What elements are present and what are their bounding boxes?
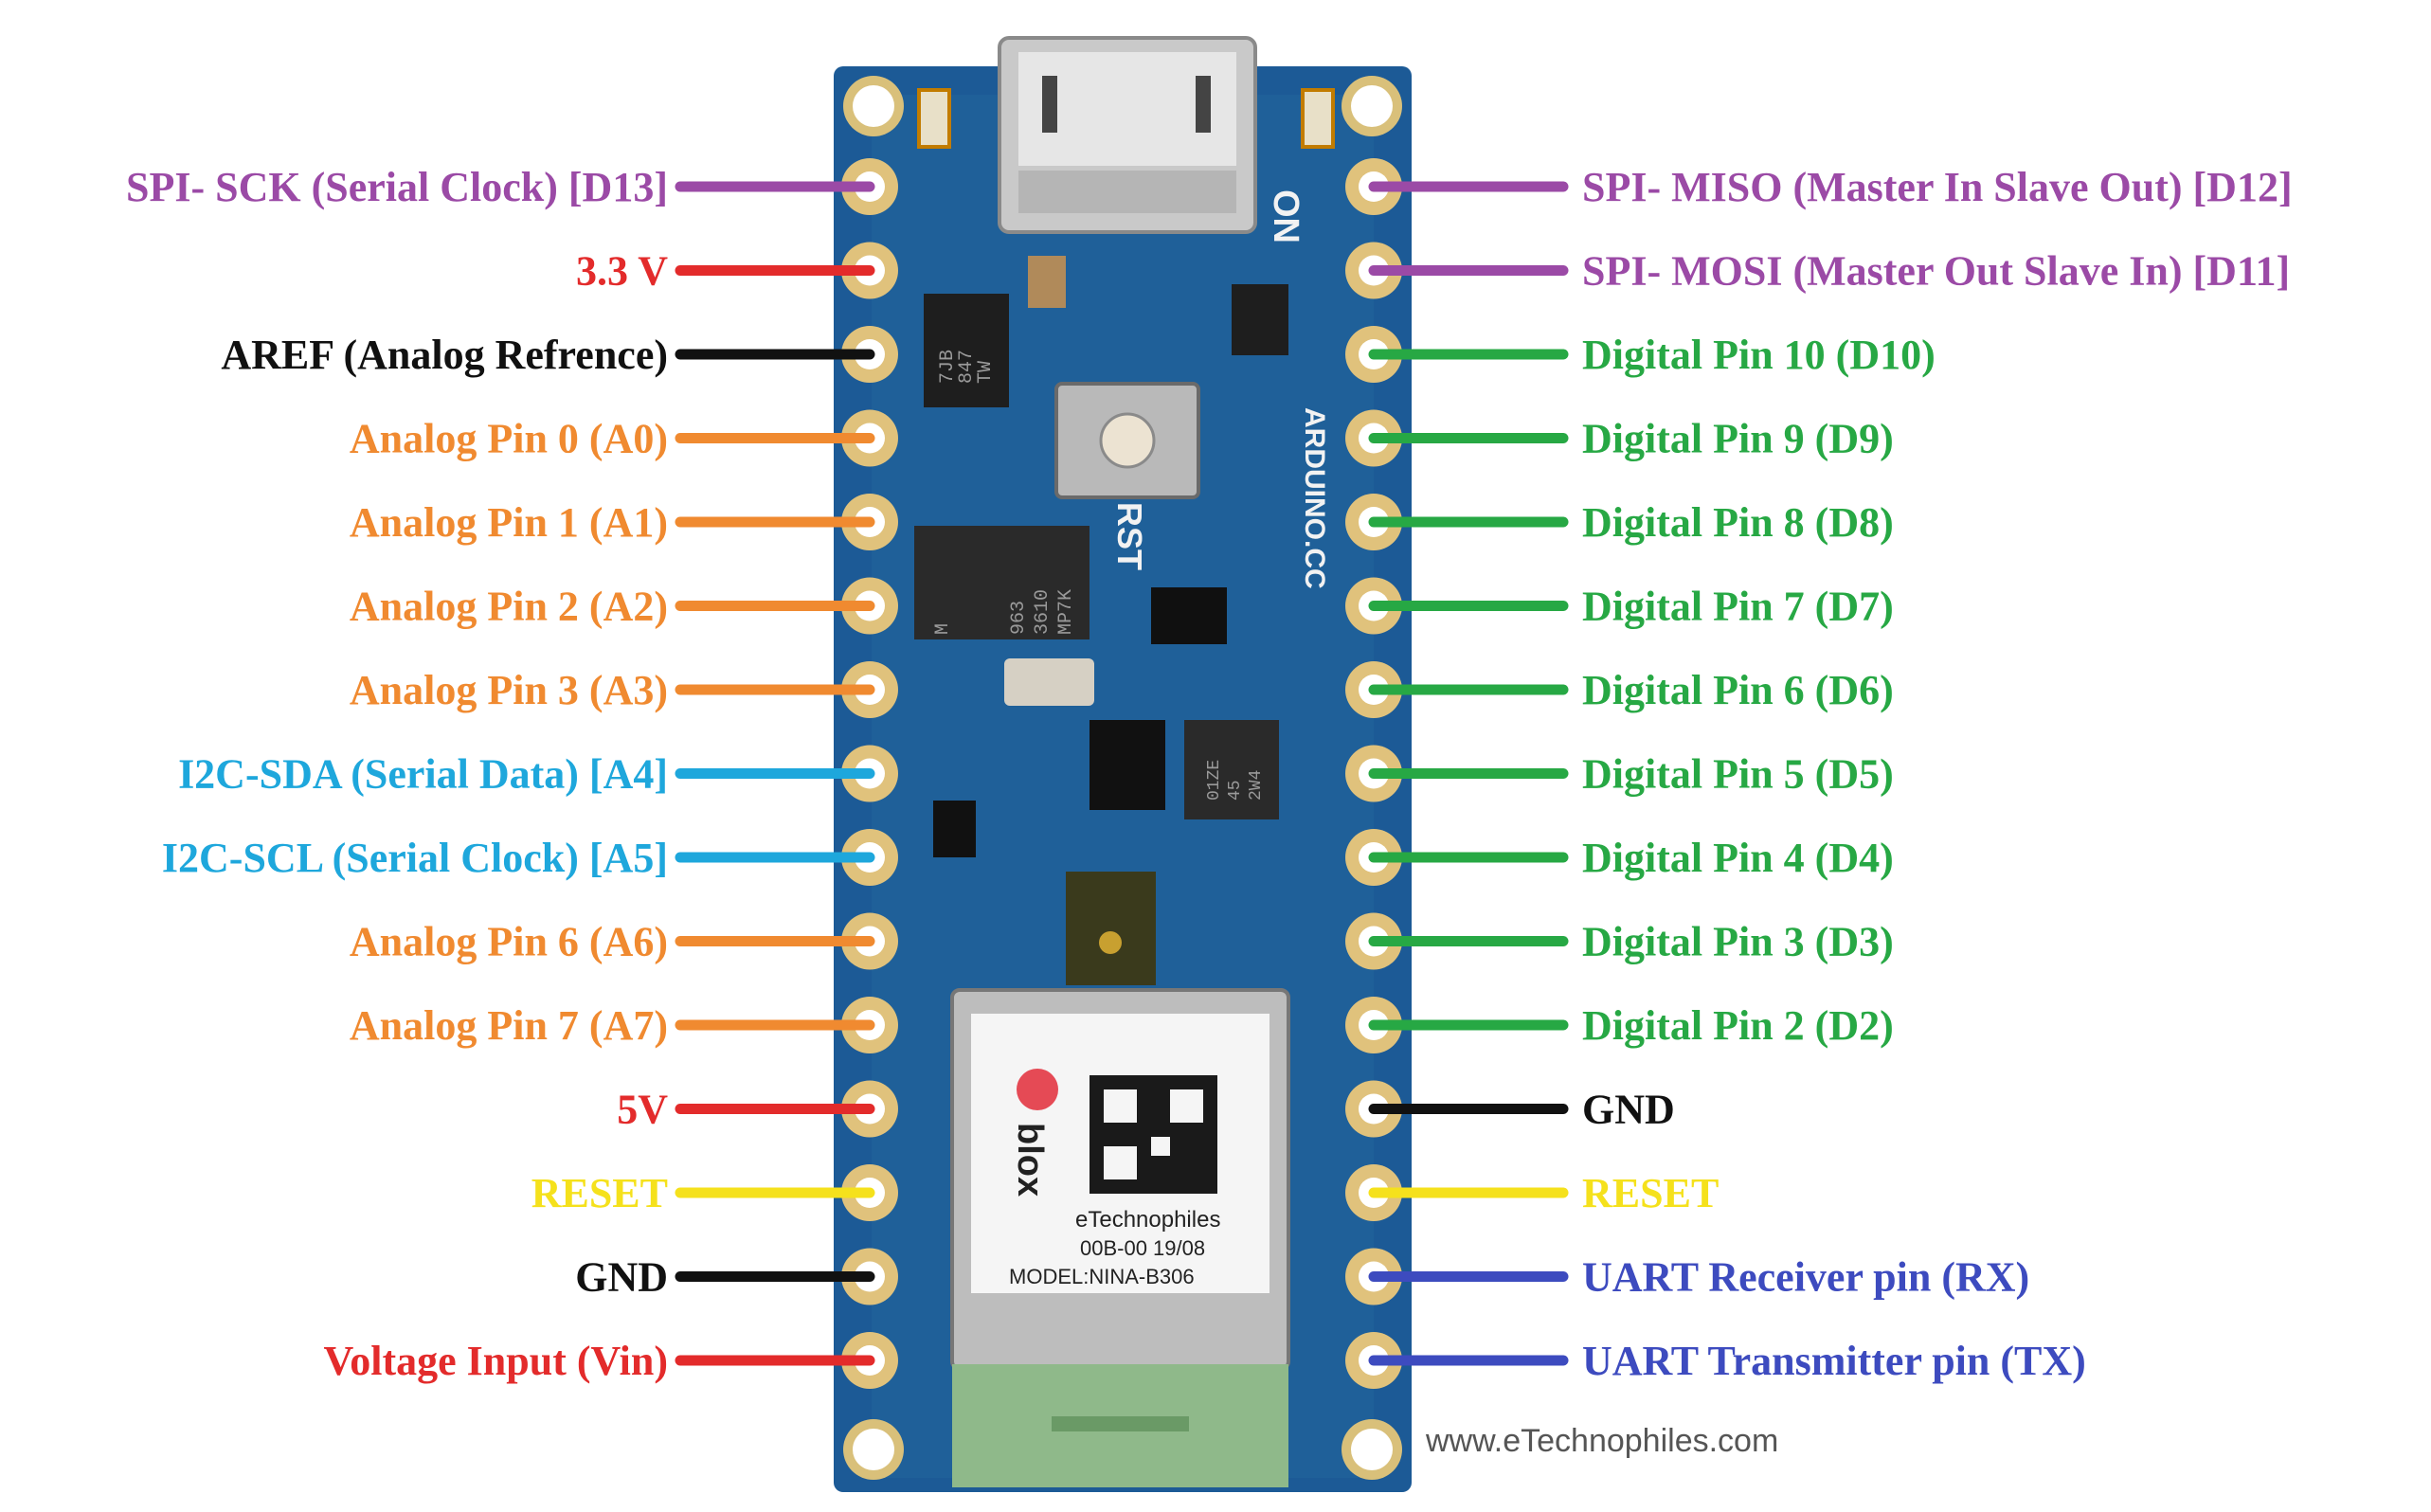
pin-label-right: Digital Pin 8 (D8) xyxy=(1582,499,1894,546)
pin-label-right: Digital Pin 6 (D6) xyxy=(1582,667,1894,713)
nina-module: blox eTechnophiles 00B-00 19/08 MODEL:NI… xyxy=(950,988,1290,1487)
right-leader-lines xyxy=(1368,181,1569,1366)
pin-label-left: 3.3 V xyxy=(576,248,668,295)
pin-label-left: Analog Pin 1 (A1) xyxy=(350,499,668,546)
pin-label-left: Analog Pin 6 (A6) xyxy=(350,919,668,965)
module-model: MODEL:NINA-B306 xyxy=(1009,1265,1195,1288)
chip-small: TW 847 7JB xyxy=(924,294,1009,407)
module-brand: blox xyxy=(1010,1123,1050,1197)
capacitor xyxy=(1004,658,1094,706)
module-code: 00B-00 19/08 xyxy=(1080,1236,1205,1260)
chip-text: 7JB xyxy=(937,350,959,384)
usb-slot xyxy=(1196,76,1211,133)
sensor xyxy=(933,801,976,857)
pin-label-right: RESET xyxy=(1582,1170,1719,1216)
chip-body xyxy=(1184,720,1279,819)
chip-text: TW xyxy=(975,361,997,384)
mounting-hole xyxy=(1351,1429,1393,1470)
pin-label-left: I2C-SDA (Serial Data) [A4] xyxy=(178,751,668,798)
chip-mcu: MP7K 3610 963 M xyxy=(914,526,1089,639)
chip-body xyxy=(914,526,1089,639)
pin-label-left: I2C-SCL (Serial Clock) [A5] xyxy=(162,835,668,881)
pin-label-left: Voltage Input (Vin) xyxy=(324,1338,668,1384)
chip-text: 847 xyxy=(956,350,978,384)
pin-label-left: Analog Pin 2 (A2) xyxy=(350,584,668,630)
pin-label-right: GND xyxy=(1582,1087,1675,1133)
qr-code xyxy=(1170,1089,1203,1123)
microphone-port xyxy=(1099,931,1122,954)
led xyxy=(917,88,951,149)
arduino-board: ON RST ARDUINO.CC TW 847 7JB MP7K 3610 9… xyxy=(834,36,1412,1492)
chip-text: 2W4 xyxy=(1247,770,1266,801)
module-name: eTechnophiles xyxy=(1075,1207,1220,1233)
pin-label-right: Digital Pin 5 (D5) xyxy=(1582,751,1894,798)
chip-text: 45 xyxy=(1226,780,1245,801)
regulator xyxy=(1232,284,1288,355)
mounting-hole xyxy=(853,85,894,127)
reset-button-cap[interactable] xyxy=(1099,412,1156,469)
left-leader-lines xyxy=(675,181,875,1366)
pin-label-right: Digital Pin 2 (D2) xyxy=(1582,1002,1894,1049)
mounting-hole xyxy=(853,1429,894,1470)
ublox-logo xyxy=(1017,1069,1058,1110)
microphone xyxy=(1066,872,1156,985)
usb-lip xyxy=(1018,171,1236,213)
pin-label-left: RESET xyxy=(531,1170,668,1216)
silk-rst-label: RST xyxy=(1110,502,1149,570)
right-pin-labels: SPI- MISO (Master In Slave Out) [D12] SPI… xyxy=(1582,164,2293,1384)
pin-label-left: SPI- SCK (Serial Clock) [D13] xyxy=(126,164,668,210)
chip-text: 963 xyxy=(1008,601,1030,635)
sensor xyxy=(1089,720,1165,810)
pin-label-right: Digital Pin 4 (D4) xyxy=(1582,835,1894,881)
pin-label-right: Digital Pin 9 (D9) xyxy=(1582,416,1894,462)
pin-label-left: Analog Pin 0 (A0) xyxy=(350,416,668,462)
chip-body xyxy=(924,294,1009,407)
pin-label-right: UART Receiver pin (RX) xyxy=(1582,1254,2029,1301)
qr-code xyxy=(1104,1089,1137,1123)
capacitor xyxy=(1028,256,1066,308)
pin-label-left: Analog Pin 7 (A7) xyxy=(350,1002,668,1049)
qr-code xyxy=(1104,1146,1137,1179)
usb-slot xyxy=(1042,76,1057,133)
pin-label-right: SPI- MOSI (Master Out Slave In) [D11] xyxy=(1582,248,2290,295)
qr-code xyxy=(1151,1137,1170,1156)
pin-label-right: Digital Pin 10 (D10) xyxy=(1582,332,1936,378)
chip-text: 3610 xyxy=(1032,589,1053,635)
usb-connector xyxy=(998,36,1257,234)
watermark: www.eTechnophiles.com xyxy=(1425,1423,1778,1459)
reset-button[interactable] xyxy=(1054,382,1200,499)
silk-brand-label: ARDUINO.CC xyxy=(1299,407,1330,589)
sensor xyxy=(1151,587,1227,644)
pin-label-left: GND xyxy=(575,1254,668,1301)
pin-label-right: Digital Pin 3 (D3) xyxy=(1582,919,1894,965)
chip-text: MP7K xyxy=(1055,589,1077,635)
left-pin-labels: SPI- SCK (Serial Clock) [D13] 3.3 V AREF (… xyxy=(126,164,668,1384)
mounting-holes xyxy=(843,76,1402,1480)
pin-label-right: Digital Pin 7 (D7) xyxy=(1582,584,1894,630)
pin-label-left: AREF (Analog Refrence) xyxy=(221,332,668,378)
chip-text: M xyxy=(932,623,954,635)
antenna xyxy=(1052,1416,1189,1431)
pin-label-left: 5V xyxy=(617,1087,668,1133)
chip-text: 01ZE xyxy=(1205,760,1224,801)
mounting-hole xyxy=(1351,85,1393,127)
pin-label-right: UART Transmitter pin (TX) xyxy=(1582,1338,2086,1384)
led xyxy=(1301,88,1335,149)
chip-imu: 2W4 45 01ZE xyxy=(1184,720,1279,819)
pin-label-left: Analog Pin 3 (A3) xyxy=(350,667,668,713)
pin-label-right: SPI- MISO (Master In Slave Out) [D12] xyxy=(1582,164,2293,210)
silk-on-label: ON xyxy=(1266,189,1306,243)
